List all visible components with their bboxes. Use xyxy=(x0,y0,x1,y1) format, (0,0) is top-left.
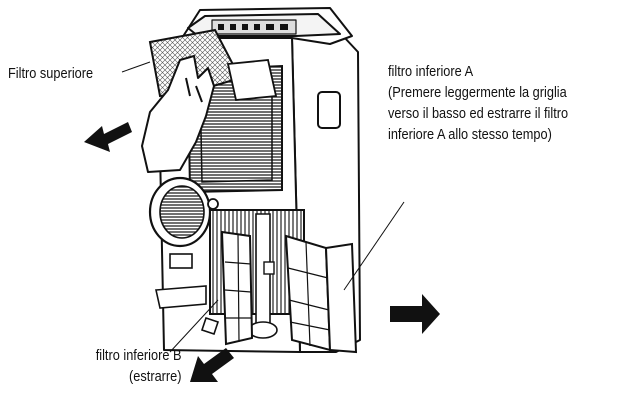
label-lower-filter-b-note: (estrarre) xyxy=(129,369,182,385)
label-lower-filter-b-title: filtro inferiore B xyxy=(96,348,182,364)
arrow-right-icon xyxy=(390,294,440,334)
leader-line-b xyxy=(169,299,219,353)
lower-filter-b[interactable] xyxy=(220,230,254,346)
label-lower-filter-a-title: filtro inferiore A xyxy=(388,64,474,80)
exhaust-port xyxy=(148,176,219,248)
label-lower-filter-a-note-2: verso il basso ed estrarre il filtro xyxy=(388,106,569,122)
label-lower-filter-b: filtro inferiore B (estrarre) xyxy=(96,346,182,388)
label-lower-filter-a: filtro inferiore A (Premere leggermente … xyxy=(388,62,568,146)
label-lower-filter-a-note-1: (Premere leggermente la griglia xyxy=(388,85,567,101)
label-lower-filter-a-note-3: inferiore A allo stesso tempo) xyxy=(388,127,552,143)
hand xyxy=(141,55,215,173)
leader-line-a xyxy=(343,201,405,291)
lower-filter-a[interactable] xyxy=(284,234,358,354)
label-upper-filter: Filtro superiore xyxy=(8,66,94,82)
leader-line-upper xyxy=(121,61,151,73)
arrow-down-left-icon xyxy=(190,348,234,382)
arrow-left-icon xyxy=(84,122,132,152)
